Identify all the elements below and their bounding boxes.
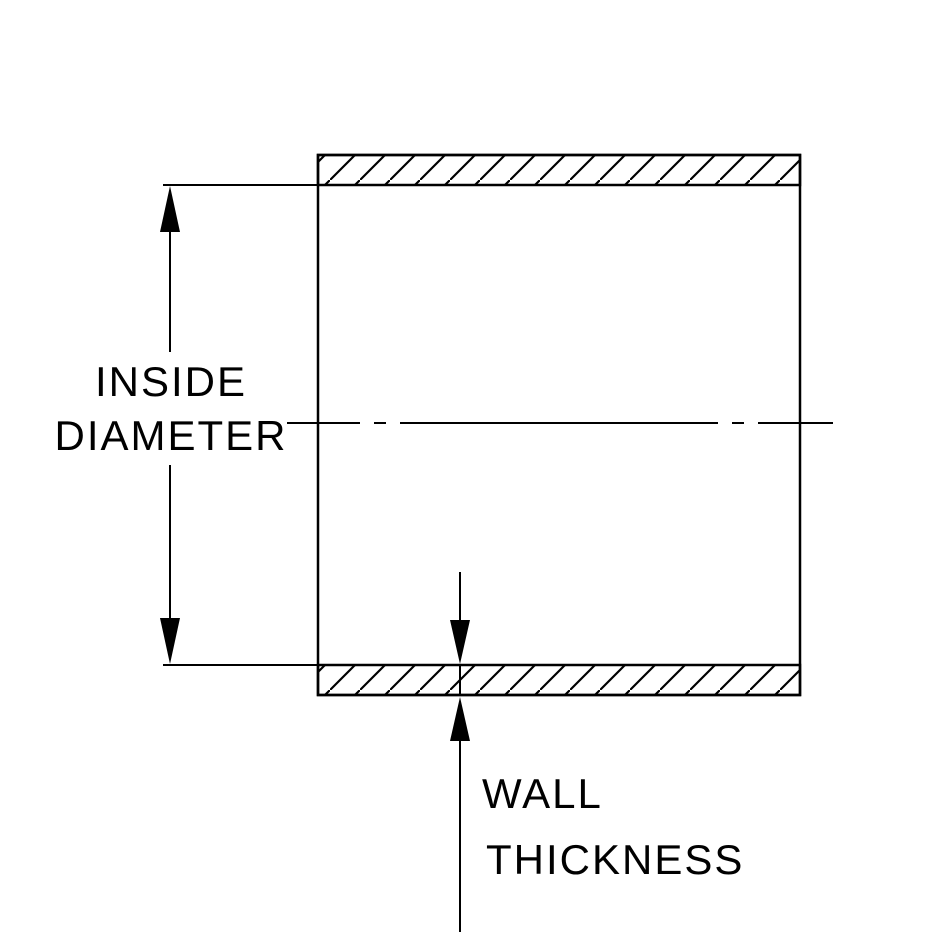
bottom-wall-hatch	[316, 663, 802, 697]
wall-thickness-dimension	[450, 572, 470, 932]
tube-outline	[316, 153, 802, 697]
inside-diameter-arrow-down-icon	[160, 618, 180, 664]
top-wall-hatch	[316, 153, 802, 187]
inside-diameter-dimension	[160, 186, 180, 664]
wall-thickness-arrow-down-icon	[450, 620, 470, 664]
wall-thickness-label-line2: THICKNESS	[486, 836, 744, 883]
inside-diameter-arrow-up-icon	[160, 186, 180, 232]
wall-thickness-label-line1: WALL	[482, 770, 603, 817]
inside-diameter-label-line1: INSIDE	[95, 358, 247, 405]
wall-thickness-arrow-up-icon	[450, 697, 470, 741]
inside-diameter-label-line2: DIAMETER	[54, 412, 287, 459]
